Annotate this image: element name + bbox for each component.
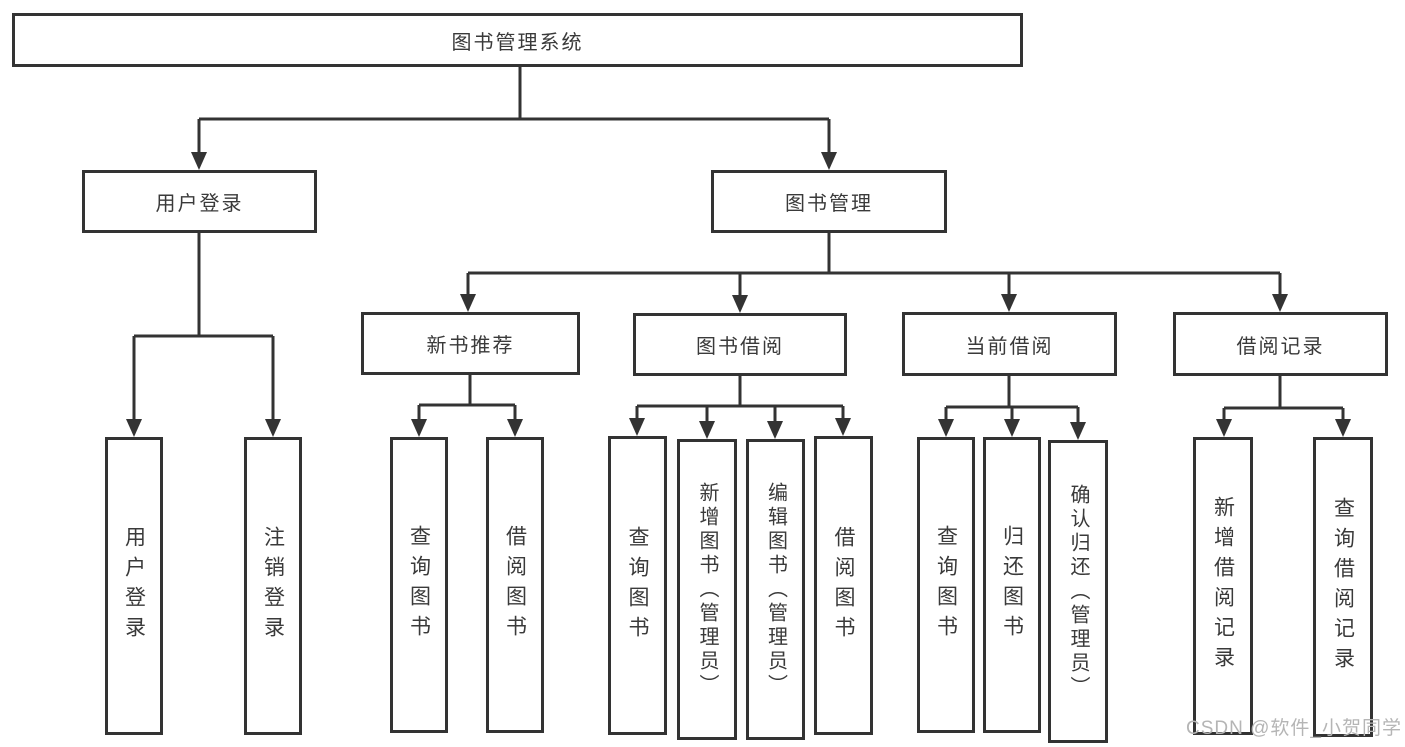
node-leaf-query-borrow-record: 查询借阅记录 (1313, 437, 1373, 737)
node-leaf-add-borrow-record: 新增借阅记录 (1193, 437, 1253, 735)
node-book-management: 图书管理 (711, 170, 947, 233)
node-leaf-borrow-books-recommend: 借阅图书 (486, 437, 544, 733)
node-borrow-records: 借阅记录 (1173, 312, 1388, 376)
node-current-borrowing: 当前借阅 (902, 312, 1117, 376)
node-library-management-system: 图书管理系统 (12, 13, 1023, 67)
node-leaf-logout: 注销登录 (244, 437, 302, 735)
node-leaf-add-book-admin: 新增图书（管理员） (677, 439, 737, 740)
node-leaf-query-books-current: 查询图书 (917, 437, 975, 733)
node-book-borrowing: 图书借阅 (633, 313, 847, 376)
node-user-login: 用户登录 (82, 170, 317, 233)
node-leaf-user-login: 用户登录 (105, 437, 163, 735)
node-leaf-borrow-books-borrowing: 借阅图书 (814, 436, 873, 735)
node-leaf-edit-book-admin: 编辑图书（管理员） (746, 439, 805, 740)
node-leaf-query-books-recommend: 查询图书 (390, 437, 448, 733)
node-new-book-recommend: 新书推荐 (361, 312, 580, 375)
node-leaf-return-books: 归还图书 (983, 437, 1041, 733)
csdn-watermark: CSDN @软件_小贺同学 (1186, 718, 1402, 739)
node-leaf-query-books-borrowing: 查询图书 (608, 436, 667, 735)
node-leaf-confirm-return-admin: 确认归还（管理员） (1048, 440, 1108, 743)
